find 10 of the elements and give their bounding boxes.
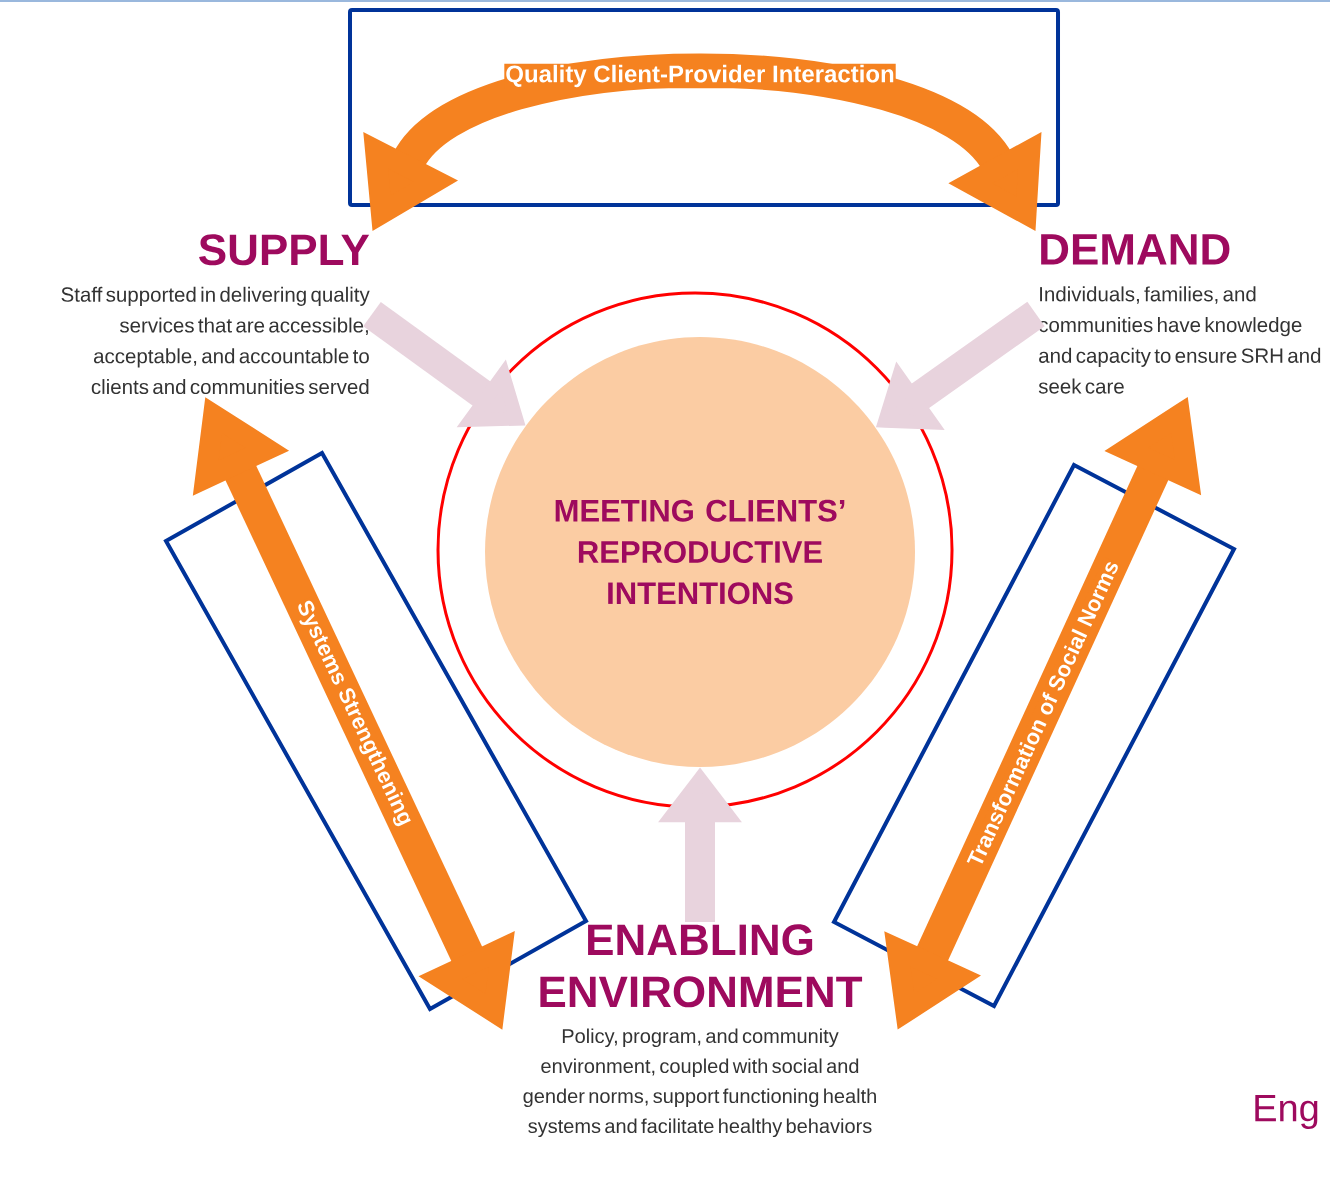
- description: Individuals, families, and communities have knowledge and capacity to ensure SRH and seek care: [1038, 286, 1321, 394]
- circle-text: MEETING CLIENTS’ REPRODUCTIVE INTENTIONS: [555, 499, 845, 605]
- heading: DEMAND: [1041, 234, 1230, 265]
- heading: SUPPLY: [199, 234, 370, 266]
- center-circle: [485, 337, 915, 767]
- description: Policy, program, and community environment, coupled with social and gender norms, support functioning health systems and facilitate healthy behaviors: [523, 1028, 876, 1138]
- description: Staff supported in delivering quality services that are accessible, acceptable, and accountable to clients and communities served: [61, 286, 370, 395]
- edge-label: Quality Client-Provider Interaction: [504, 63, 896, 89]
- partial-heading: Eng: [1255, 1095, 1318, 1129]
- heading: ENABLING ENVIRONMENT: [540, 924, 863, 1008]
